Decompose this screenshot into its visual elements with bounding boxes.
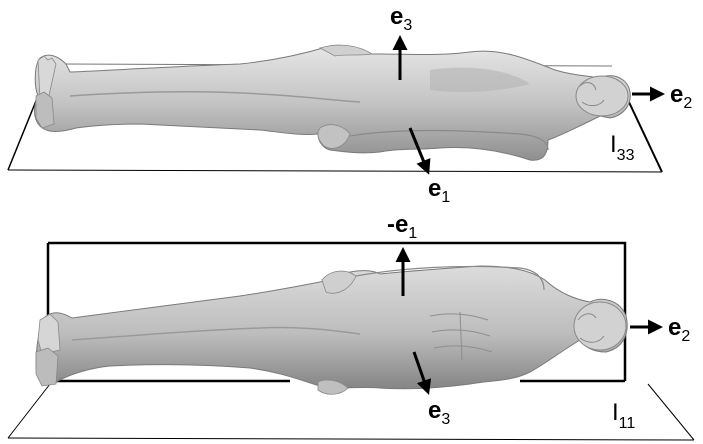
bottom-neg-e1-label: -e1 [387, 211, 417, 242]
top-plane-front-edge [8, 170, 662, 172]
bottom-e2-label: e2 [668, 314, 690, 345]
top-e3-label: e3 [390, 3, 412, 34]
bottom-panel: -e1 e2 e3 I11 [8, 211, 694, 440]
bottom-plane-label: I11 [612, 399, 635, 432]
bottom-head [574, 302, 626, 350]
top-e2-label: e2 [670, 81, 692, 112]
top-body [35, 45, 631, 160]
bottom-body [36, 266, 627, 394]
bottom-plane-front-right [648, 384, 694, 440]
top-feet-lower [36, 92, 54, 128]
top-head [576, 76, 628, 116]
bottom-e3-label: e3 [428, 397, 450, 428]
bottom-plane-front-edge [8, 438, 694, 440]
bottom-plane-front-left [8, 384, 50, 438]
top-plane-left-edge [8, 96, 38, 170]
top-e1-label: e1 [428, 175, 450, 206]
top-plane-label: I33 [610, 131, 635, 164]
top-panel: e3 e2 e1 I33 [8, 3, 692, 206]
bottom-feet-lower [36, 348, 58, 386]
